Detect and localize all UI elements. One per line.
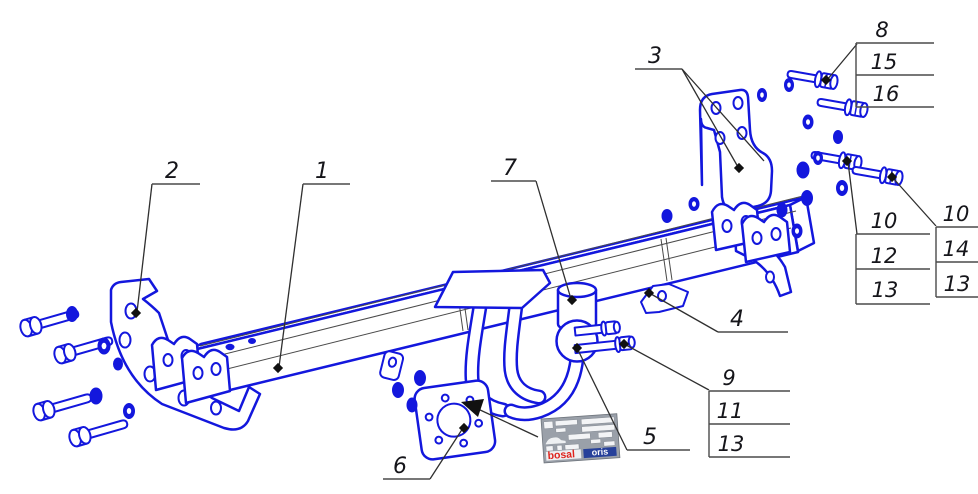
table2-header: 10 (871, 209, 898, 233)
parts-table-9-11-13: 9 11 13 (708, 366, 790, 458)
table2-row1: 12 (871, 244, 898, 268)
callout-2: 2 (165, 159, 179, 184)
car-silhouette-icon (545, 437, 566, 445)
sticker-leader-arrow (461, 399, 484, 417)
parts-table-10-12-13: 10 12 13 (855, 209, 930, 305)
left-washers (66, 306, 135, 419)
table1-row1: 15 (871, 50, 898, 74)
socket-plate-washers (392, 370, 426, 413)
callout-4: 4 (730, 307, 744, 332)
right-washers (661, 78, 848, 239)
ball-neck-assembly (464, 289, 585, 422)
table4-row2: 13 (718, 432, 745, 456)
socket-mounting-plate (413, 379, 497, 461)
parts-table-10-14-13: 10 14 13 (935, 202, 978, 298)
left-end-gusset-plates (150, 335, 232, 405)
table3-row2: 13 (944, 272, 971, 296)
table4-header: 9 (722, 366, 735, 390)
callout-labels: 2 1 7 3 4 5 6 (152, 44, 788, 480)
small-bracket-item4 (640, 283, 689, 314)
sticker-brand-left: bosal (547, 448, 575, 462)
leader-lines (136, 43, 937, 480)
table1-header: 8 (875, 18, 888, 42)
parts-table-8-15-16: 8 15 16 (855, 18, 934, 108)
table2-row2: 13 (872, 278, 899, 302)
mid-beam-tab-bracket (379, 350, 405, 381)
table1-row2: 16 (873, 82, 900, 106)
right-end-gusset-plates (710, 201, 792, 264)
callout-3: 3 (648, 44, 662, 69)
table3-row1: 14 (943, 237, 970, 261)
type-plate-sticker: bosal oris (540, 413, 621, 464)
table3-header: 10 (943, 202, 970, 226)
top-reinforcement-plate (433, 268, 552, 310)
callout-5: 5 (643, 425, 657, 450)
table4-row1: 11 (717, 399, 744, 423)
sticker-brand-right: oris (591, 446, 608, 457)
callout-6: 6 (393, 454, 407, 479)
callout-1: 1 (315, 159, 329, 184)
callout-7: 7 (503, 156, 517, 181)
